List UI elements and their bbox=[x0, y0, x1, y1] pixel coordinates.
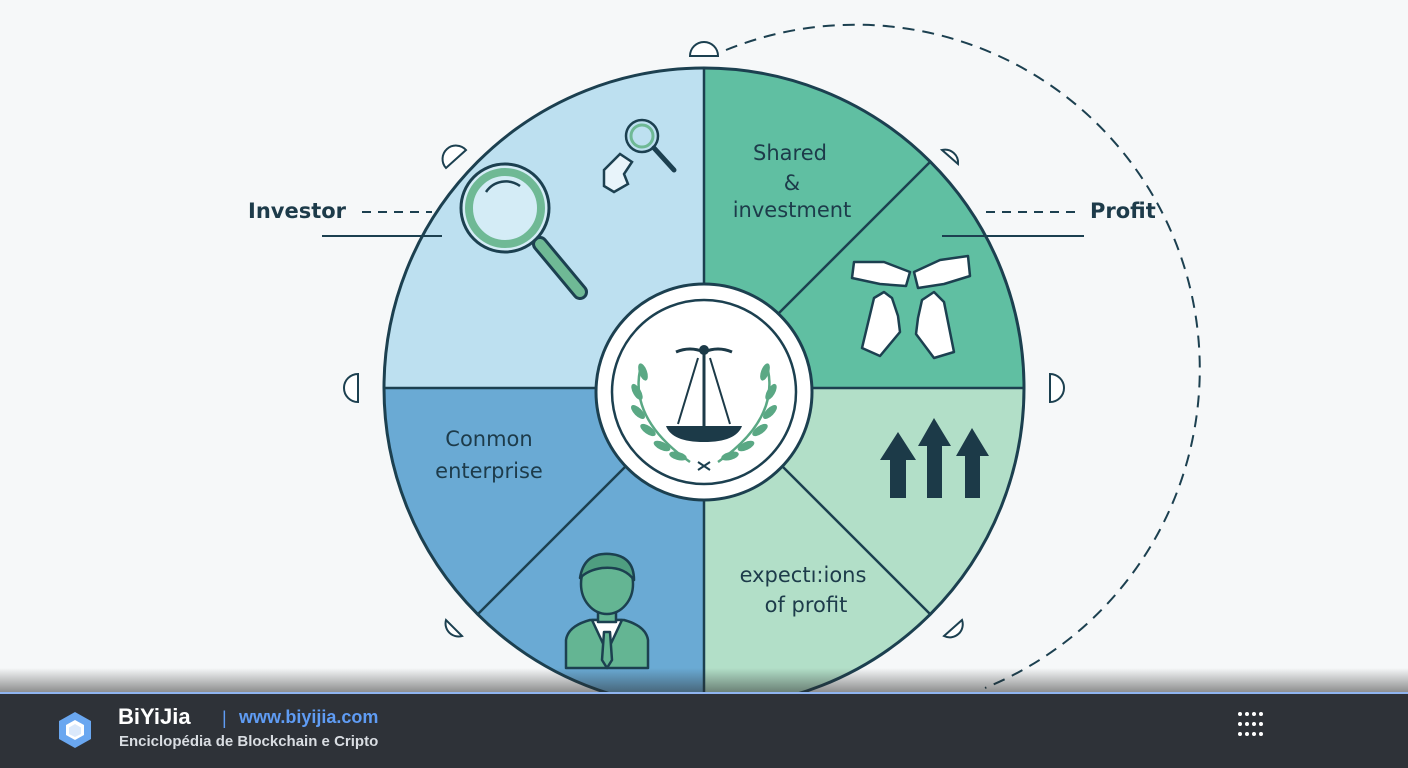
up-arrows-icon bbox=[880, 418, 989, 498]
segment-label-shared-1: Shared bbox=[753, 141, 827, 165]
brand-separator: | bbox=[222, 708, 227, 728]
handshake-icon bbox=[850, 254, 972, 360]
segment-label-expect-1: expectı:ions bbox=[740, 563, 867, 587]
brand-name: BiYiJia bbox=[118, 704, 191, 729]
pin-top bbox=[688, 41, 720, 57]
grid-dots-icon[interactable] bbox=[1236, 710, 1266, 740]
pin-right bbox=[1049, 372, 1065, 404]
hexagon-logo-icon bbox=[59, 712, 91, 748]
pin-bottom-left bbox=[444, 618, 464, 638]
segment-label-common-1: Conmon bbox=[445, 427, 532, 451]
segment-label-expect-2: of profit bbox=[765, 593, 848, 617]
left-connector bbox=[322, 211, 442, 237]
brand-tagline: Enciclopédia de Blockchain e Cripto bbox=[119, 733, 379, 750]
footer-shadow bbox=[0, 668, 1408, 694]
right-connector bbox=[942, 211, 1084, 237]
side-label-investor: Investor bbox=[248, 199, 347, 223]
footer-bar: BiYiJia | www.biyijia.com Enciclopédia d… bbox=[0, 692, 1408, 768]
segment-label-shared-2: & bbox=[784, 171, 800, 195]
side-label-profit: Profit bbox=[1090, 199, 1156, 223]
scales-of-justice-icon bbox=[594, 282, 814, 502]
segment-label-shared-3: investment bbox=[733, 198, 852, 222]
hand-magnifier-icon bbox=[602, 118, 677, 194]
brand-url-link[interactable]: www.biyijia.com bbox=[239, 707, 379, 727]
magnifier-icon bbox=[459, 162, 588, 300]
businessman-icon bbox=[564, 552, 650, 670]
pin-top-right bbox=[939, 148, 960, 167]
pin-left bbox=[343, 372, 359, 404]
pin-bottom-right bbox=[942, 618, 964, 639]
pin-top-left bbox=[441, 144, 468, 170]
segment-label-common-2: enterprise bbox=[435, 459, 543, 483]
dashed-outer-arc bbox=[725, 23, 1201, 689]
